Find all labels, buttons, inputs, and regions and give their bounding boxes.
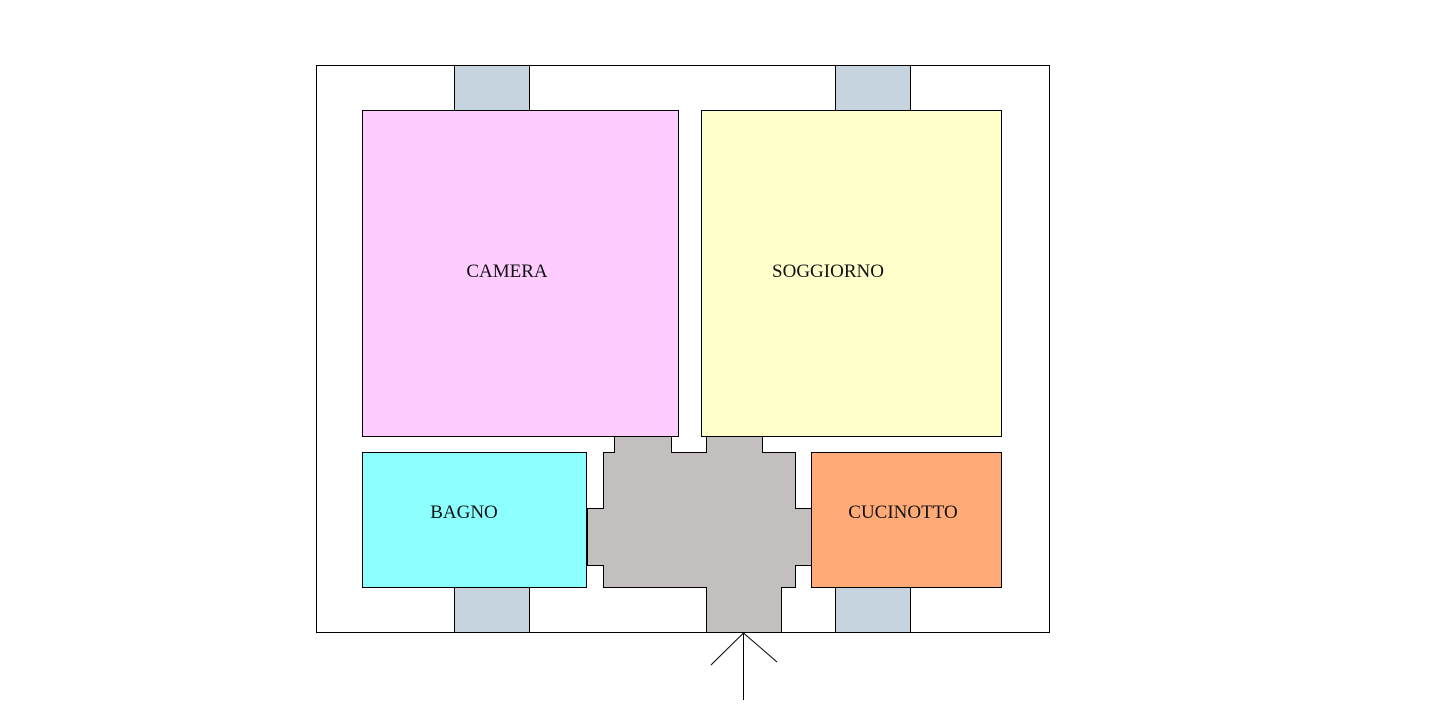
window-bottom-left [454,587,530,633]
entrance-arrow-icon [710,632,778,700]
window-top-right [835,65,911,111]
window-top-left [454,65,530,111]
window-bottom-right [835,587,911,633]
room-label-cucinotto: CUCINOTTO [848,502,957,523]
room-cucinotto [811,452,1002,588]
room-label-bagno: BAGNO [430,502,498,523]
room-soggiorno [701,110,1002,437]
room-label-camera: CAMERA [466,261,548,282]
room-label-soggiorno: SOGGIORNO [772,261,884,282]
room-bagno [362,452,587,588]
room-camera [362,110,679,437]
